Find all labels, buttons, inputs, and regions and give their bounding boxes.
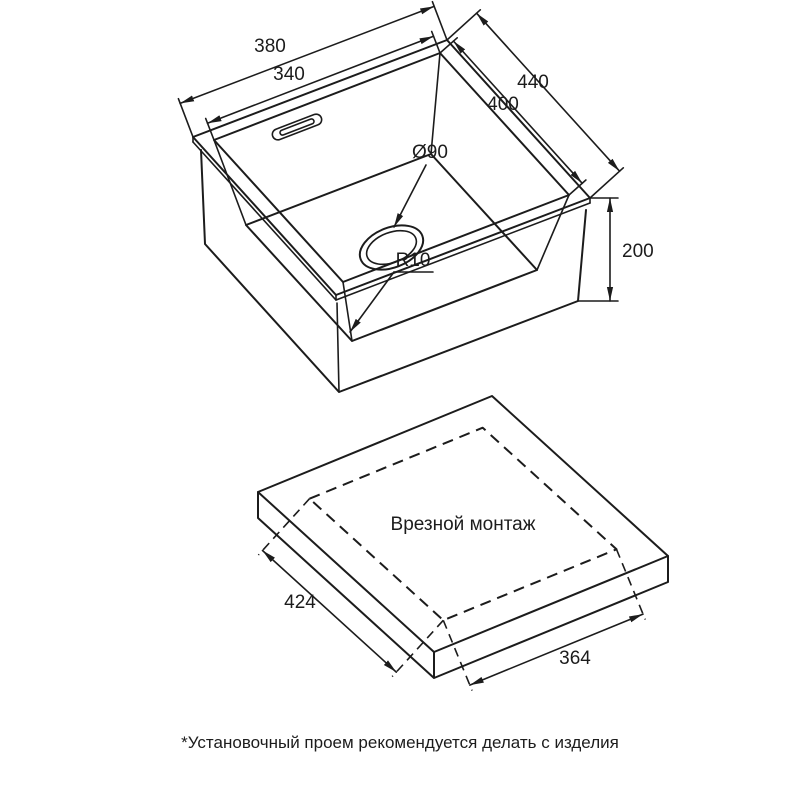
sink-front-corner-edge [336, 302, 340, 393]
dim-400-extension-lines [439, 37, 587, 196]
dim-depth-label: 200 [622, 241, 654, 262]
mounting-type-label: Врезной монтаж [391, 514, 536, 535]
dim-outer-width-label: 380 [254, 36, 286, 57]
dim-drain-leader [393, 164, 427, 228]
installation-footnote: *Установочный проем рекомендуется делать… [181, 733, 619, 752]
dim-340-line [206, 35, 435, 124]
dim-radius-label: R10 [396, 250, 431, 271]
sink-rim-corner-edges [192, 136, 591, 301]
dim-440-extension-lines [446, 9, 625, 199]
dim-340-extension-lines [204, 30, 441, 141]
bowl-wall-edges [213, 52, 570, 342]
bowl-bottom [245, 153, 538, 342]
dim-inner-width-label: 340 [273, 64, 305, 85]
dim-radius-leader [349, 271, 395, 333]
dim-364-line [469, 613, 644, 686]
dim-380-extension-lines [177, 0, 448, 138]
dim-drain-label: Ø90 [412, 142, 448, 163]
countertop-side-faces [257, 491, 669, 679]
sink-body-outline [200, 149, 587, 393]
drain-hole [358, 224, 425, 271]
dim-cutout-length-label: 364 [559, 648, 591, 669]
dim-200-extension-lines [577, 197, 619, 302]
countertop-mount-view: Врезной монтаж 424 364 [257, 395, 669, 691]
dim-364-extension-lines [442, 548, 647, 691]
dim-cutout-width-label: 424 [284, 592, 316, 613]
dim-424-extension-lines [257, 498, 444, 678]
dim-380-line [179, 5, 435, 105]
dim-inner-length-label: 400 [487, 94, 519, 115]
sink-dimensions: 380 340 440 400 Ø90 R10 [177, 0, 654, 333]
dim-400-line [452, 40, 583, 185]
overflow-hole [271, 113, 323, 141]
sink-isometric-view: 380 340 440 400 Ø90 R10 [177, 0, 654, 393]
dim-424-line [261, 549, 398, 673]
dim-outer-length-label: 440 [517, 72, 549, 93]
